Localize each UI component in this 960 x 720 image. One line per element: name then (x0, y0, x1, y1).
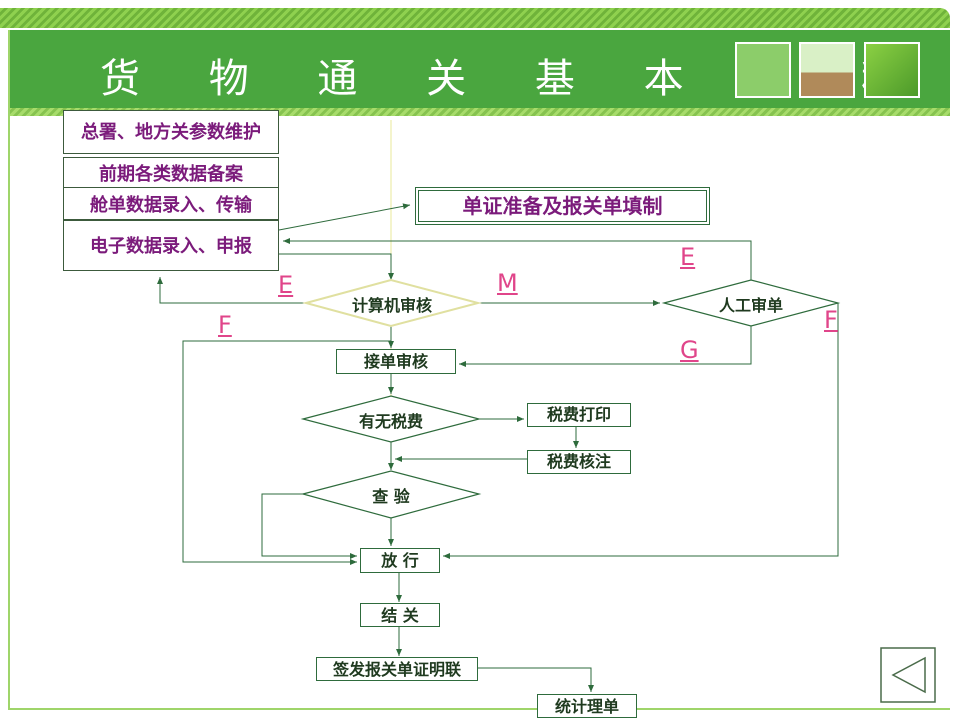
bottom-border (8, 708, 950, 710)
mark-m: M (497, 269, 518, 297)
node-tax-print: 税费打印 (527, 403, 631, 427)
node-certificate: 签发报关单证明联 (316, 657, 478, 681)
edge-f-right (443, 303, 839, 559)
diamond-manual-review (661, 279, 841, 327)
stack-item-declare: 电子数据录入、申报 (63, 220, 279, 271)
diamond-tax-check (300, 395, 482, 443)
decor-image-1 (735, 42, 791, 98)
edge-e-right (283, 238, 752, 280)
edge-g (459, 326, 752, 367)
header-bottom-stripe (8, 108, 950, 116)
mark-e-left: E (278, 271, 294, 299)
header-stripe (0, 8, 950, 28)
decor-image-sprout (799, 42, 855, 98)
label-inspect: 查 验 (372, 487, 410, 506)
stack-item-prerecord: 前期各类数据备案 (63, 157, 279, 187)
label-computer-review: 计算机审核 (351, 296, 432, 315)
edge-f-left (182, 340, 391, 565)
mark-f-right: F (824, 306, 838, 334)
node-release: 放 行 (360, 548, 440, 573)
back-arrow-icon (891, 656, 926, 694)
edge-declare-to-computer (279, 253, 394, 280)
node-prep: 单证准备及报关单填制 (415, 187, 710, 225)
label-manual-review: 人工审单 (718, 296, 783, 315)
decor-image-leaves (864, 42, 920, 98)
node-stats: 统计理单 (537, 694, 637, 718)
left-border (8, 30, 10, 710)
title-bar (8, 30, 950, 108)
diamond-inspect (300, 470, 482, 519)
mark-g: G (680, 336, 699, 364)
mark-f-left: F (218, 311, 232, 339)
edge-inspect-loop (261, 493, 357, 559)
edge-declare-to-prep (278, 203, 411, 231)
node-close: 结 关 (360, 603, 440, 627)
node-tax-verify: 税费核注 (527, 450, 631, 474)
edge-e-left (157, 277, 306, 304)
node-accept-review: 接单审核 (336, 349, 456, 374)
stack-item-params: 总署、地方关参数维护 (63, 110, 279, 154)
mark-e-right: E (680, 243, 696, 271)
label-tax-check: 有无税费 (358, 412, 423, 431)
diamond-computer-review (302, 278, 482, 328)
stack-item-manifest: 舱单数据录入、传输 (63, 187, 279, 220)
edge-certificate-to-stats (477, 667, 594, 692)
